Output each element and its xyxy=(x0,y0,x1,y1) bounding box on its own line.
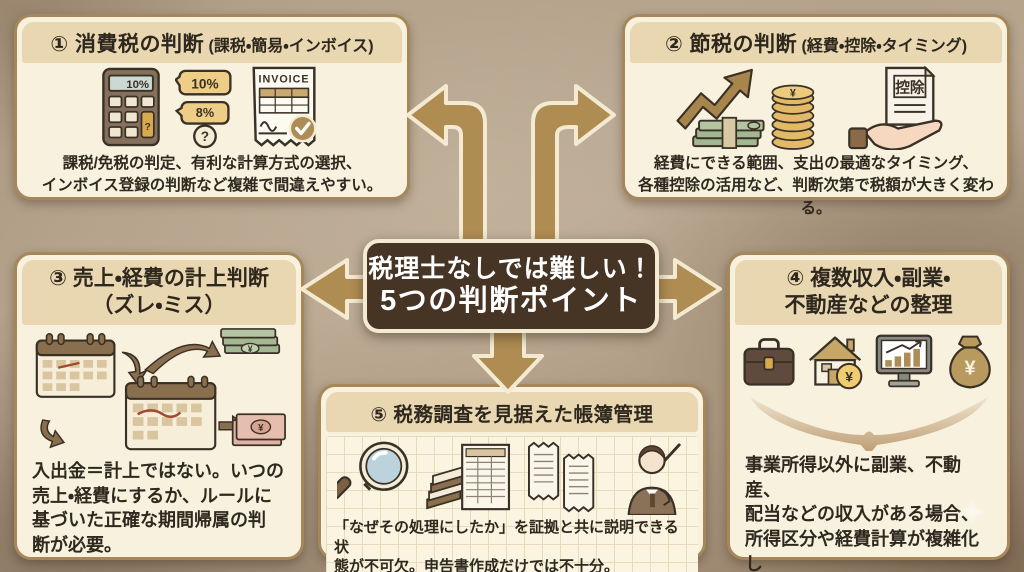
svg-text:8%: 8% xyxy=(196,106,214,120)
card-1-title: ① 消費税の判断 xyxy=(50,33,205,56)
card-consumption-tax: ① 消費税の判断 (課税・簡易・インボイス) 10% ? 10% 8% xyxy=(14,14,410,200)
card-5-icons xyxy=(326,436,698,518)
tax-rate-bubbles-icon: 10% 8% ? xyxy=(175,69,232,149)
card-4-title-line2: 不動産などの整理 xyxy=(784,293,953,317)
converge-funnel-shape xyxy=(749,396,988,451)
card-5-header: ⑤ 税務調査を見据えた帳簿管理 xyxy=(326,392,698,432)
yen-coin-icon xyxy=(835,362,862,390)
hand-icon xyxy=(863,119,943,150)
card-4-body: 事業所得以外に副業、不動産、 配当などの収入がある場合、 所得区分や経費計算が複… xyxy=(745,454,979,572)
card-4-icons: ¥ ¥ xyxy=(735,329,1002,395)
center-title-box: 税理士なしでは難しい！ 5つの判断ポイント xyxy=(363,239,659,333)
card-4-title-line1: ④ 複数収入・副業・ xyxy=(786,267,951,290)
calendar-icon xyxy=(35,332,116,398)
house-icon: ¥ xyxy=(808,336,862,390)
chart-monitor-icon xyxy=(875,334,932,387)
deduction-document-hand-icon: 控除 xyxy=(848,65,943,150)
svg-text:?: ? xyxy=(144,122,150,133)
card-5-title: ⑤ 税務調査を見据えた帳簿管理 xyxy=(370,404,654,426)
card-2-body: 経費にできる範囲、支出の最適なタイミング、 各種控除の活用など、判断次第で税額が… xyxy=(638,155,994,217)
card-1-body: 課税/免税の判定、有利な計算方式の選択、 インボイス登録の判断など複雑で間違えや… xyxy=(41,155,383,195)
expense-cash-icon: ¥ xyxy=(231,413,286,446)
card-3-body: 入出金＝計上ではない。いつの 売上・経費にするか、ルールに 基づいた正確な期間帰… xyxy=(32,460,284,556)
arrow-up-left xyxy=(406,84,487,248)
calculator-icon: 10% ? xyxy=(102,67,160,147)
svg-text:¥: ¥ xyxy=(790,87,796,99)
calendar-icon-2 xyxy=(124,375,217,450)
svg-text:?: ? xyxy=(201,129,209,144)
magnifier-icon xyxy=(337,441,409,500)
card-multiple-income: ④ 複数収入・副業・ 不動産などの整理 ¥ xyxy=(727,252,1010,572)
arrow-up-right xyxy=(531,84,616,248)
svg-text:¥: ¥ xyxy=(845,368,853,384)
card-bookkeeping-audit: ⑤ 税務調査を見据えた帳簿管理 xyxy=(318,384,706,572)
card-revenue-expense-timing: ③ 売上・経費の計上判断 （ズレ・ミス） xyxy=(14,252,304,560)
card-1-icons: 10% ? 10% 8% ? INVOICE xyxy=(22,63,402,151)
card-1-header: ① 消費税の判断 (課税・簡易・インボイス) xyxy=(22,22,402,63)
ledger-books-icon xyxy=(426,443,511,511)
calendar-timing-illustration: ¥ ¥ xyxy=(35,327,286,450)
svg-text:¥: ¥ xyxy=(258,423,264,434)
card-5-body: 「なぜその処理にしたか」を証拠と共に説明できる状 態が不可欠。申告書作成だけでは… xyxy=(334,519,679,572)
center-title-line2: 5つの判断ポイント xyxy=(380,284,642,317)
trend-arrow-icon xyxy=(676,68,753,130)
cash-stack-icon xyxy=(692,116,765,149)
receipts-icon xyxy=(528,441,595,513)
svg-text:INVOICE: INVOICE xyxy=(258,74,309,86)
svg-text:10%: 10% xyxy=(126,79,149,91)
check-icon xyxy=(288,114,317,143)
card-3-header: ③ 売上・経費の計上判断 （ズレ・ミス） xyxy=(22,260,296,325)
svg-text:控除: 控除 xyxy=(895,78,925,96)
income-cash-icon: ¥ xyxy=(220,327,281,354)
money-bag-icon: ¥ xyxy=(948,335,991,389)
arrow-left xyxy=(300,258,374,320)
coin-stack-icon: ¥ xyxy=(771,84,815,150)
briefcase-icon xyxy=(742,337,795,386)
card-3-subtitle: （ズレ・ミス） xyxy=(92,293,226,317)
card-2-header: ② 節税の判断 (経費・控除・タイミング) xyxy=(630,22,1002,63)
card-1-subtitle: (課税・簡易・インボイス) xyxy=(208,38,374,55)
card-3-title: ③ 売上・経費の計上判断 xyxy=(49,267,269,290)
card-5-grid-area: 「なぜその処理にしたか」を証拠と共に説明できる状 態が不可欠。申告書作成だけでは… xyxy=(326,436,698,572)
card-3-icons: ¥ ¥ xyxy=(22,325,296,457)
card-tax-saving: ② 節税の判断 (経費・控除・タイミング) xyxy=(622,14,1010,217)
money-growth-icon: ¥ xyxy=(676,68,815,150)
card-2-title: ② 節税の判断 xyxy=(664,33,798,56)
svg-text:¥: ¥ xyxy=(964,357,975,379)
center-title-line1: 税理士なしでは難しい！ xyxy=(368,254,654,283)
cycle-arrow-icon xyxy=(40,419,66,449)
arrow-down xyxy=(472,322,544,394)
accountant-person-icon xyxy=(627,443,681,515)
svg-text:10%: 10% xyxy=(191,76,218,91)
invoice-icon: INVOICE xyxy=(252,66,317,147)
card-2-subtitle: (経費・控除・タイミング) xyxy=(801,38,968,55)
card-2-icons: ¥ 控除 xyxy=(630,63,1002,151)
arrow-right xyxy=(648,258,722,320)
card-4-header: ④ 複数収入・副業・ 不動産などの整理 xyxy=(735,260,1002,325)
svg-text:¥: ¥ xyxy=(248,344,253,354)
arrow-to-income-icon xyxy=(144,339,222,375)
